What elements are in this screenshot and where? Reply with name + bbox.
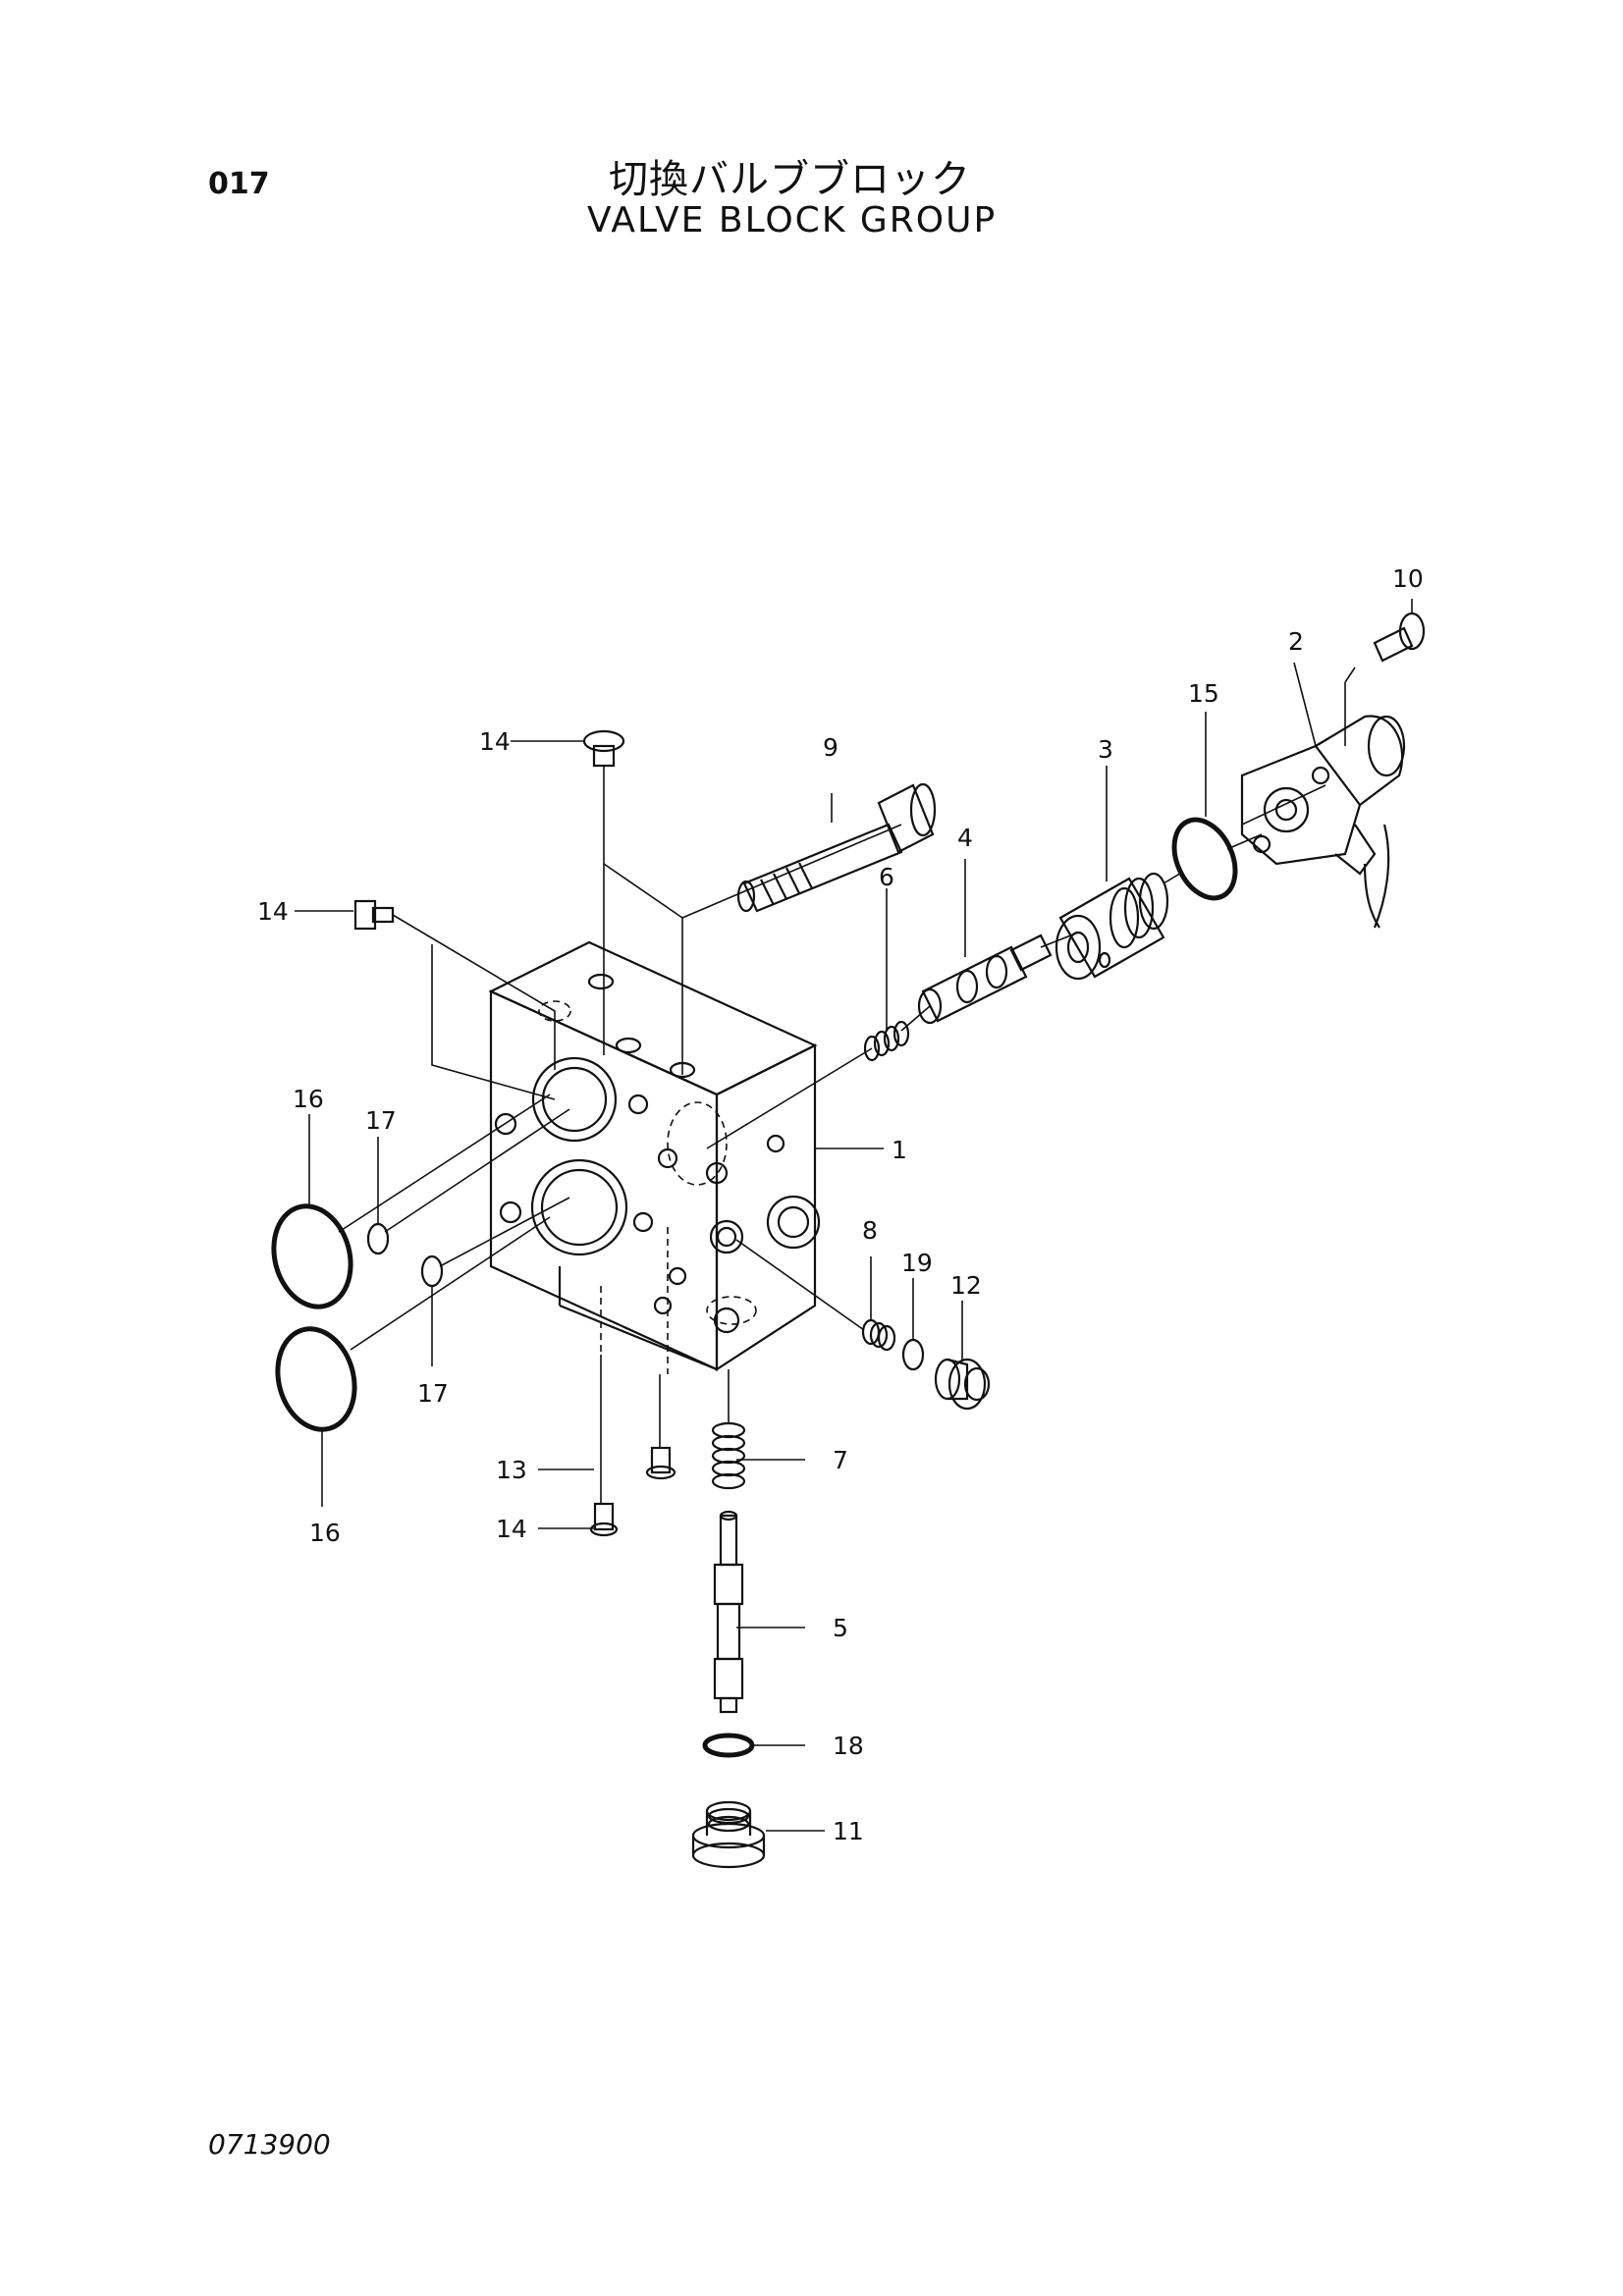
page-title: VALVE BLOCK GROUP (587, 200, 998, 240)
spool[interactable] (917, 934, 1053, 1025)
callout-7: 7 (833, 1446, 848, 1474)
o-ring-16-lower[interactable] (267, 1320, 365, 1438)
poppet-stem[interactable] (713, 1510, 744, 1714)
o-ring-16-upper[interactable] (263, 1198, 361, 1315)
callout-16-upper: 16 (293, 1085, 324, 1113)
callout-14-left: 14 (257, 897, 289, 926)
callout-leaders (295, 599, 1413, 1832)
valve-block-body[interactable] (488, 940, 821, 1374)
spring-7[interactable] (711, 1421, 746, 1490)
drawing-number: 0713900 (208, 2128, 331, 2161)
small-spring[interactable] (863, 1020, 910, 1062)
o-ring-19[interactable] (901, 1338, 925, 1371)
callout-2: 2 (1288, 627, 1304, 656)
plug-12[interactable] (934, 1358, 991, 1411)
top-flat-screw[interactable] (582, 729, 625, 768)
bolt-10[interactable] (1373, 612, 1426, 663)
callout-14-top: 14 (479, 727, 511, 756)
callout-10: 10 (1392, 564, 1424, 593)
long-socket-bolt[interactable] (736, 782, 937, 913)
o-ring-18[interactable] (702, 1733, 755, 1758)
callout-9: 9 (823, 733, 839, 762)
left-screw[interactable] (353, 899, 395, 931)
solenoid[interactable] (1240, 715, 1406, 929)
callout-8: 8 (862, 1216, 878, 1245)
callout-12: 12 (950, 1271, 982, 1300)
callout-5: 5 (833, 1614, 848, 1642)
valve-sleeve[interactable] (1055, 872, 1169, 981)
plug-11[interactable] (691, 1800, 766, 1869)
page-number: 017 (208, 167, 270, 201)
callout-4: 4 (957, 824, 973, 852)
callout-19: 19 (901, 1249, 933, 1277)
callout-16-lower: 16 (309, 1519, 341, 1547)
callout-6: 6 (879, 863, 894, 891)
callout-13: 13 (496, 1456, 527, 1484)
assembly-guide-lines (338, 667, 1356, 1504)
o-ring-17-upper[interactable] (366, 1222, 390, 1255)
page-title-japanese: 切換バルブブロック (609, 157, 971, 202)
callout-17-lower: 17 (417, 1379, 449, 1408)
plug-8[interactable] (861, 1318, 896, 1352)
callout-1: 1 (892, 1136, 907, 1164)
screw-13[interactable] (645, 1446, 676, 1480)
callout-15: 15 (1188, 679, 1219, 708)
callout-11: 11 (833, 1817, 864, 1845)
o-ring-15[interactable] (1163, 810, 1247, 908)
callout-3: 3 (1098, 735, 1113, 764)
callout-17-upper: 17 (365, 1106, 397, 1135)
callout-18: 18 (833, 1732, 864, 1760)
o-ring-17-lower[interactable] (420, 1255, 444, 1288)
bottom-screw[interactable] (589, 1502, 619, 1537)
callout-14-bottom: 14 (496, 1515, 527, 1543)
